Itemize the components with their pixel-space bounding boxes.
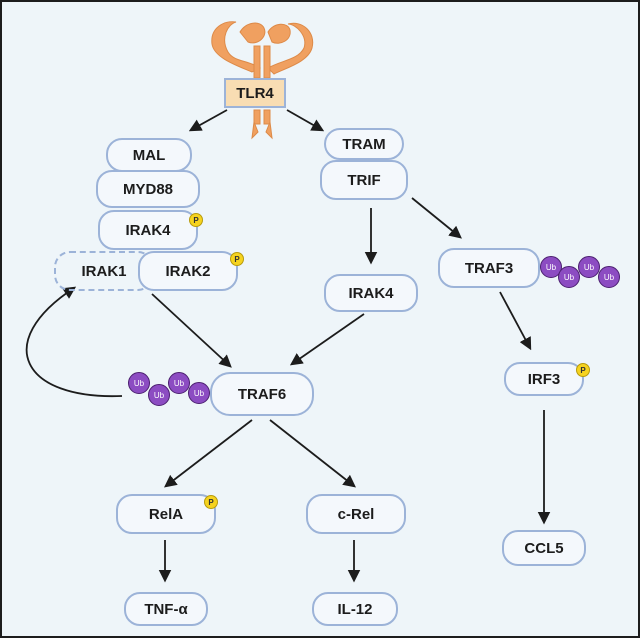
arrow-trif-to-traf3: [411, 197, 462, 239]
arrow-traf6-to-crel: [269, 419, 356, 488]
node-trif: TRIF: [320, 160, 408, 200]
node-rela: RelA: [116, 494, 216, 534]
ubiquitin-badge-traf3-3: Ub: [578, 256, 600, 278]
node-il12: IL-12: [312, 592, 398, 626]
node-irak2: IRAK2: [138, 251, 238, 291]
ubiquitin-badge-traf6-3: Ub: [168, 372, 190, 394]
arrow-tlr4-to-mal: [188, 109, 228, 132]
node-myd88: MYD88: [96, 170, 200, 208]
node-traf3: TRAF3: [438, 248, 540, 288]
node-traf6: TRAF6: [210, 372, 314, 416]
ubiquitin-badge-traf6-1: Ub: [128, 372, 150, 394]
ubiquitin-badge-traf3-2: Ub: [558, 266, 580, 288]
phospho-badge-rela: P: [204, 495, 218, 509]
arrow-traf6-to-rela: [164, 419, 253, 488]
tlr4-receptor-icon: [211, 21, 314, 140]
ubiquitin-badge-traf6-4: Ub: [188, 382, 210, 404]
arrow-tlr4-to-tram: [286, 109, 325, 132]
ubiquitin-badge-traf3-4: Ub: [598, 266, 620, 288]
phospho-badge-irak4-left: P: [189, 213, 203, 227]
arrow-irak2-to-traf6: [151, 293, 232, 368]
ubiquitin-badge-traf6-2: Ub: [148, 384, 170, 406]
phospho-badge-irak2: P: [230, 252, 244, 266]
node-irak4-right: IRAK4: [324, 274, 418, 312]
tlr4-label: TLR4: [224, 78, 286, 108]
node-ccl5: CCL5: [502, 530, 586, 566]
node-tnf-alpha: TNF-α: [124, 592, 208, 626]
arrow-traf6-feedback-to-irak1: [25, 286, 123, 397]
node-irf3: IRF3: [504, 362, 584, 396]
node-tram: TRAM: [324, 128, 404, 160]
arrow-irak4-right-to-traf6: [289, 313, 365, 366]
node-mal: MAL: [106, 138, 192, 172]
arrow-traf3-to-irf3: [499, 291, 532, 351]
phospho-badge-irf3: P: [576, 363, 590, 377]
ubiquitin-badge-traf3-1: Ub: [540, 256, 562, 278]
node-irak4-left: IRAK4: [98, 210, 198, 250]
node-crel: c-Rel: [306, 494, 406, 534]
